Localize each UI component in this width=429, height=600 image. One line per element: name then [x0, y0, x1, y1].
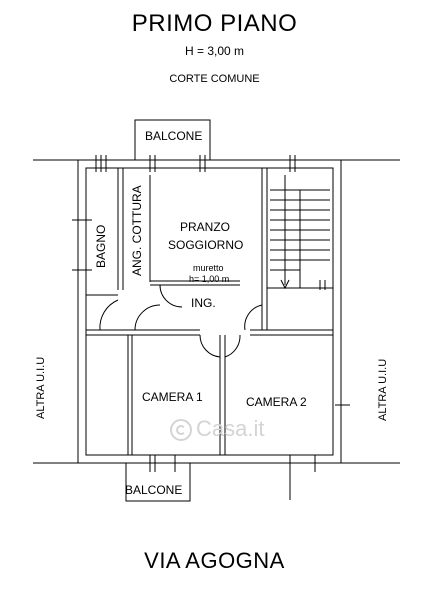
plan-title: PRIMO PIANO [131, 10, 298, 37]
low-wall-label: muretto [193, 263, 224, 273]
courtyard-label: CORTE COMUNE [169, 73, 260, 85]
door-arc-entrance [159, 284, 183, 308]
dining-label: PRANZO [180, 220, 231, 234]
bathroom-label: BAGNO [94, 224, 108, 268]
watermark-text: Casa.it [196, 416, 265, 441]
balcony-top-label: BALCONE [145, 129, 203, 143]
door-arc-bedroom-1 [199, 334, 221, 358]
watermark-logo-icon [170, 419, 192, 442]
outer-wall-outer [77, 159, 342, 464]
door-arc-stair [244, 304, 263, 331]
kitchen-corner-label: ANG. COTTURA [130, 185, 144, 276]
watermark: Casa.it [170, 416, 264, 442]
left-neighbor-label: ALTRA U.I.U [35, 356, 47, 419]
living-label: SOGGIORNO [168, 238, 244, 252]
bedroom-2-label: CAMERA 2 [246, 395, 307, 409]
door-arc-bathroom [99, 299, 119, 331]
ceiling-height: H = 3,00 m [184, 44, 245, 58]
low-wall-height-label: h= 1,00 m [189, 274, 230, 284]
entrance-label: ING. [191, 296, 216, 310]
bedroom-1-label: CAMERA 1 [142, 390, 203, 404]
bottom-balcony-outline [125, 462, 191, 502]
outer-wall-inner [85, 167, 334, 456]
door-arc-bedroom-2 [224, 334, 241, 358]
balcony-bottom-label: BALCONE [125, 483, 183, 497]
door-arc-kitchen [134, 304, 161, 331]
right-neighbor-label: ALTRA U.I.U [377, 358, 389, 421]
street-name: VIA AGOGNA [144, 548, 285, 573]
